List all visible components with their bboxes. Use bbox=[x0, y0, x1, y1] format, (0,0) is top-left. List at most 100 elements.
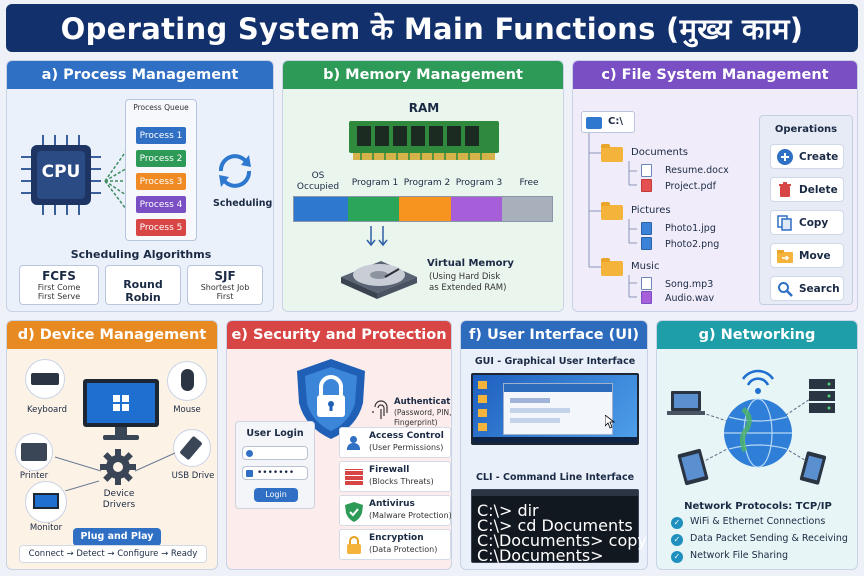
antivirus-label: Antivirus bbox=[369, 499, 415, 509]
image-file-icon bbox=[641, 222, 652, 235]
panel-header: d) Device Management bbox=[7, 321, 217, 349]
encryption-item: Encryption (Data Protection) bbox=[339, 529, 451, 560]
access-control-label: Access Control bbox=[369, 431, 444, 441]
cli-line-3: C:\Documents> copy file.txt bbox=[477, 531, 647, 550]
panel-device-management: d) Device Management Keyboard Mouse Prin… bbox=[6, 320, 218, 570]
cli-line-2: C:\> cd Documents bbox=[477, 516, 633, 535]
antivirus-desc: (Malware Protection) bbox=[369, 511, 452, 520]
trash-icon bbox=[779, 181, 791, 197]
delete-label: Delete bbox=[799, 183, 838, 196]
users-icon bbox=[346, 436, 362, 450]
gui-window bbox=[503, 383, 613, 435]
phone-icon bbox=[799, 451, 827, 485]
drive-icon bbox=[586, 117, 602, 129]
virtual-memory-desc-2: as Extended RAM) bbox=[429, 283, 507, 293]
audio-file-icon bbox=[641, 277, 652, 290]
firewall-label: Firewall bbox=[369, 465, 410, 475]
program-1-label: Program 1 bbox=[351, 178, 399, 188]
file-photo2: Photo2.png bbox=[665, 239, 720, 250]
scheduling-algorithms-title: Scheduling Algorithms bbox=[70, 248, 212, 261]
cursor-icon bbox=[605, 415, 615, 429]
search-button[interactable]: Search bbox=[770, 276, 844, 301]
fingerprint-icon bbox=[371, 399, 391, 425]
monitor-small-icon bbox=[33, 493, 59, 509]
page-title: Operating System के Main Functions (मुख्… bbox=[6, 4, 858, 52]
monitor-icon bbox=[83, 379, 159, 445]
password-input[interactable]: ••••••• bbox=[242, 466, 308, 480]
username-input[interactable] bbox=[242, 446, 308, 460]
user-login-title: User Login bbox=[246, 428, 304, 439]
move-folder-icon bbox=[777, 249, 793, 263]
authentication-desc-2: Fingerprint) bbox=[394, 418, 438, 427]
queue-process-2: Process 2 bbox=[136, 150, 186, 167]
algorithm-name: Round Robin bbox=[123, 278, 163, 304]
cli-terminal: C:\> dir C:\> cd Documents C:\Documents>… bbox=[471, 489, 647, 565]
process-queue-list: Process 1 Process 2 Process 3 Process 4 … bbox=[136, 127, 188, 242]
globe-icon bbox=[724, 398, 792, 468]
access-control-desc: (User Permissions) bbox=[369, 443, 444, 452]
tablet-icon bbox=[677, 448, 709, 486]
check-shield-icon bbox=[345, 502, 363, 522]
operations-title: Operations bbox=[774, 124, 838, 135]
root-drive: C:\ bbox=[581, 111, 635, 133]
create-button[interactable]: Create bbox=[770, 144, 844, 169]
printer-label: Printer bbox=[19, 471, 49, 481]
copy-label: Copy bbox=[799, 216, 829, 229]
cli-title: CLI - Command Line Interface bbox=[475, 472, 635, 483]
usb-drive-label: USB Drive bbox=[171, 471, 215, 481]
panel-header: b) Memory Management bbox=[283, 61, 563, 89]
file-song: Song.mp3 bbox=[665, 279, 714, 290]
queue-process-5: Process 5 bbox=[136, 219, 186, 236]
panel-header: f) User Interface (UI) bbox=[461, 321, 647, 349]
firewall-item: Firewall (Blocks Threats) bbox=[339, 461, 451, 492]
check-icon: ✓ bbox=[671, 534, 683, 546]
file-project: Project.pdf bbox=[665, 181, 716, 192]
authentication-label: Authentication bbox=[394, 397, 451, 407]
user-login-card: User Login ••••••• Login bbox=[235, 421, 315, 509]
device-drivers-label-2: Drivers bbox=[102, 500, 136, 510]
copy-button[interactable]: Copy bbox=[770, 210, 844, 235]
delete-button[interactable]: Delete bbox=[770, 177, 844, 202]
keyboard-label: Keyboard bbox=[27, 405, 67, 415]
gui-title: GUI - Graphical User Interface bbox=[474, 356, 636, 367]
memory-bar bbox=[293, 196, 553, 222]
keyboard-icon bbox=[31, 373, 59, 385]
algorithm-round-robin: Round Robin bbox=[105, 265, 181, 305]
network-item-3: Network File Sharing bbox=[690, 550, 789, 561]
process-queue: Process Queue Process 1 Process 2 Proces… bbox=[125, 99, 197, 241]
root-drive-label: C:\ bbox=[608, 116, 623, 127]
firewall-icon bbox=[345, 469, 363, 485]
check-icon: ✓ bbox=[671, 551, 683, 563]
plug-and-play-steps: Connect → Detect → Configure → Ready bbox=[19, 545, 207, 563]
device-connection-arrows bbox=[54, 452, 176, 491]
algorithm-desc-2: First bbox=[216, 292, 234, 301]
login-button[interactable]: Login bbox=[254, 488, 298, 502]
folder-icon bbox=[601, 144, 623, 162]
password-dots: ••••••• bbox=[257, 468, 295, 478]
user-icon bbox=[246, 450, 253, 457]
virtual-memory-desc-1: (Using Hard Disk bbox=[429, 272, 501, 282]
move-button[interactable]: Move bbox=[770, 243, 844, 268]
file-photo1: Photo1.jpg bbox=[665, 223, 716, 234]
memory-segment-program-2 bbox=[399, 197, 451, 221]
folder-icon bbox=[601, 258, 623, 276]
panel-memory-management: b) Memory Management RAM OS Occupied Pro… bbox=[282, 60, 564, 312]
panel-header: e) Security and Protection bbox=[227, 321, 451, 349]
memory-segment-os bbox=[294, 197, 348, 221]
mouse-icon bbox=[181, 369, 194, 391]
wifi-icon bbox=[741, 369, 775, 394]
network-item-1: WiFi & Ethernet Connections bbox=[690, 516, 826, 527]
operations-panel: Operations Create Delete Copy Move Searc… bbox=[759, 115, 853, 305]
network-protocols-label: Network Protocols: TCP/IP bbox=[684, 501, 832, 512]
queue-process-1: Process 1 bbox=[136, 127, 186, 144]
move-label: Move bbox=[799, 249, 831, 262]
panel-user-interface: f) User Interface (UI) GUI - Graphical U… bbox=[460, 320, 648, 570]
pdf-file-icon bbox=[641, 179, 652, 192]
program-3-label: Program 3 bbox=[455, 178, 503, 188]
file-audio: Audio.wav bbox=[665, 293, 715, 304]
algorithm-fcfs: FCFS First Come First Serve bbox=[19, 265, 99, 305]
virtual-memory-title: Virtual Memory bbox=[427, 258, 514, 269]
cpu-chip-icon: CPU bbox=[21, 135, 101, 215]
panel-security-protection: e) Security and Protection Authenticatio… bbox=[226, 320, 452, 570]
